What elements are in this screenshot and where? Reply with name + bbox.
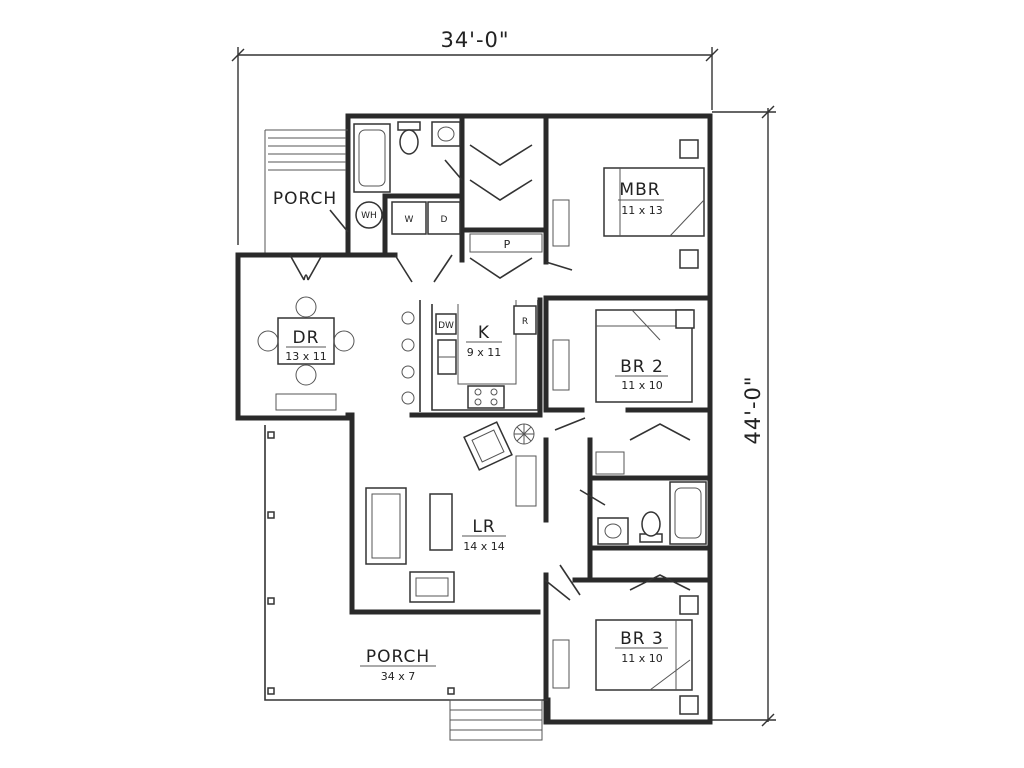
lr-coffee-table (429, 493, 453, 551)
br3-dresser (552, 639, 570, 689)
refrigerator-label: R (522, 317, 528, 327)
mbr-dresser (552, 199, 570, 247)
br2-size: 11 x 10 (621, 379, 663, 392)
lr-side-table (515, 455, 537, 507)
refrigerator (513, 305, 537, 335)
toilet-hall (639, 511, 663, 543)
pantry-shelf (469, 233, 543, 253)
mbr-size: 11 x 13 (621, 204, 663, 217)
mbr-nightstand-bottom (679, 249, 699, 269)
dining-table (257, 296, 355, 386)
dishwasher-label: DW (438, 321, 454, 331)
door-swings (289, 144, 691, 601)
toilet-top (397, 121, 421, 155)
dimension-width-line (231, 47, 719, 245)
br3-nightstand-bottom (679, 695, 699, 715)
washer-label: W (405, 215, 414, 225)
lr-fireplace (409, 571, 455, 603)
porch-front-name: PORCH (366, 647, 430, 667)
br2-bed (595, 309, 693, 403)
water-heater (355, 201, 383, 229)
mbr-bed (603, 167, 705, 237)
lr-name: LR (472, 517, 495, 537)
br3-nightstand-top (679, 595, 699, 615)
dimension-depth-label: 44'-0" (741, 375, 765, 444)
dr-size: 13 x 11 (285, 350, 327, 363)
dimension-depth-line (712, 105, 776, 727)
water-heater-label: WH (361, 211, 377, 221)
dryer-label: D (441, 215, 448, 225)
sink-hall (597, 517, 629, 545)
pantry-label: P (504, 238, 511, 251)
dr-name: DR (293, 328, 320, 348)
mbr-nightstand-top (679, 139, 699, 159)
kitchen-name: K (478, 323, 490, 343)
porch-front-size: 34 x 7 (381, 670, 416, 683)
lr-size: 14 x 14 (463, 540, 505, 553)
dryer (427, 201, 461, 235)
dimension-width-label: 34'-0" (440, 28, 509, 52)
br3-size: 11 x 10 (621, 652, 663, 665)
washer (391, 201, 427, 235)
linen-closet (595, 451, 625, 475)
lr-armchair (463, 421, 513, 471)
br2-dresser (552, 339, 570, 391)
dining-buffet (275, 393, 337, 411)
plant-icon (513, 423, 535, 445)
range (467, 385, 505, 409)
sink-top (431, 121, 461, 147)
front-steps (449, 699, 543, 741)
bathtub-hall (669, 481, 707, 545)
kitchen-counter (431, 300, 539, 411)
kitchen-size: 9 x 11 (467, 346, 502, 359)
bathtub-top (353, 123, 391, 193)
br3-bed (595, 619, 693, 691)
dishwasher (435, 313, 457, 335)
br2-name: BR 2 (620, 357, 664, 377)
interior-walls (345, 113, 713, 725)
bar-stools (401, 311, 415, 405)
lr-sofa (365, 487, 407, 565)
br3-name: BR 3 (620, 629, 664, 649)
porch-top-name: PORCH (273, 189, 337, 209)
mbr-name: MBR (619, 180, 660, 200)
kitchen-sink (437, 339, 457, 375)
br2-nightstand (675, 309, 695, 329)
